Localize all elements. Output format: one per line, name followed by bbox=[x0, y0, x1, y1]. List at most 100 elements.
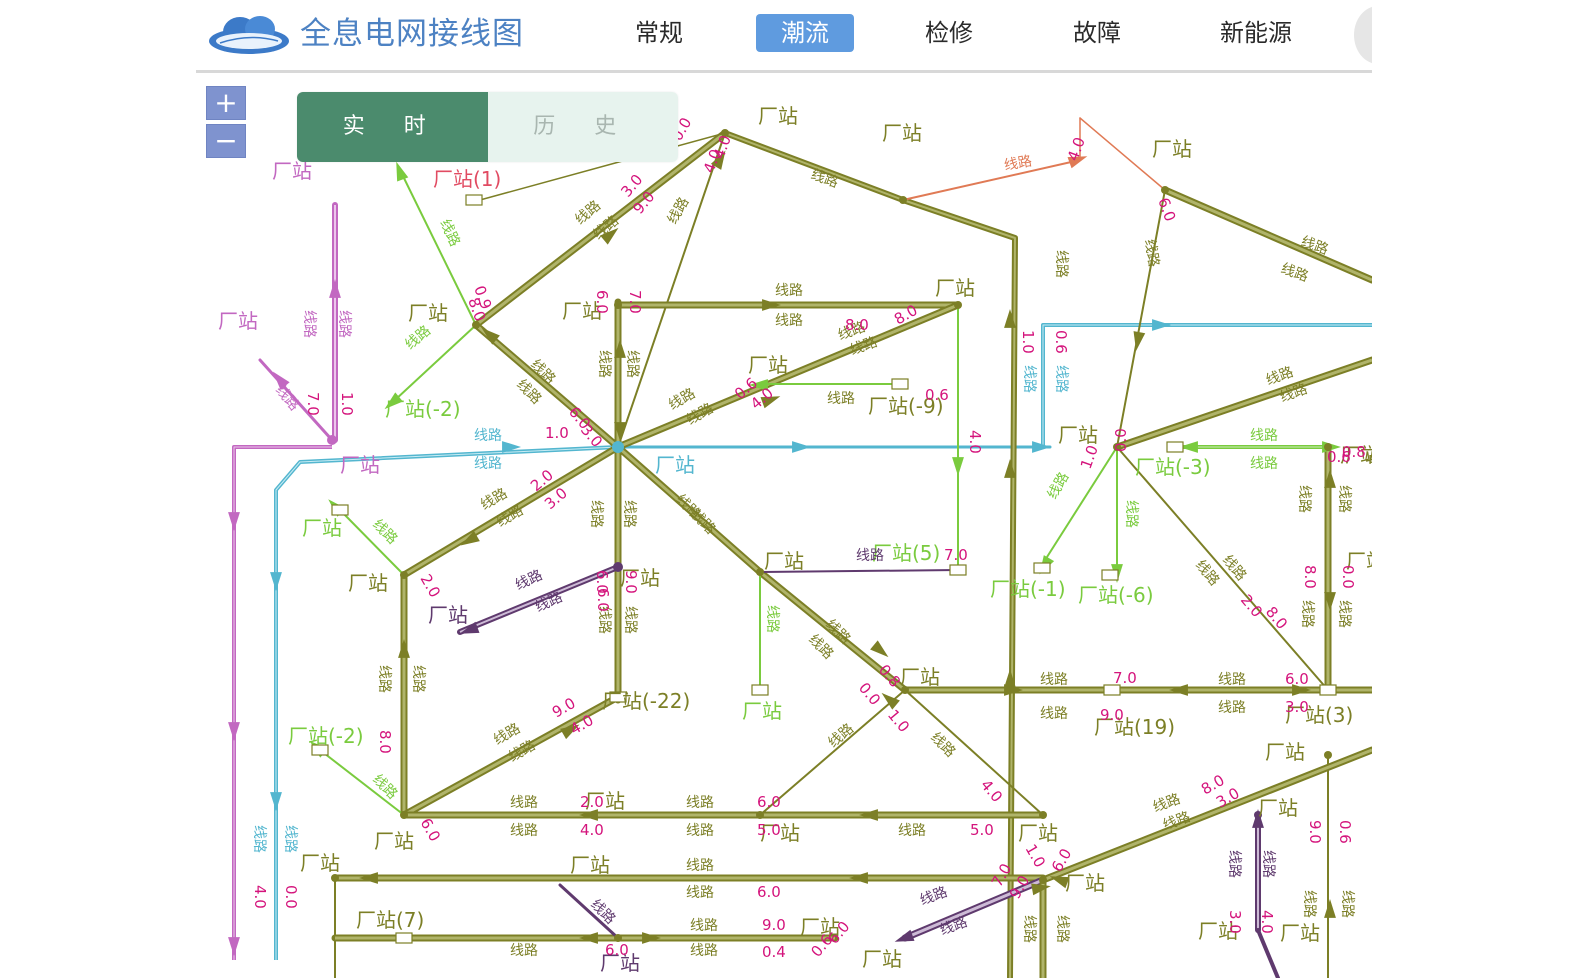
transmission-line-green[interactable] bbox=[399, 169, 477, 326]
line-label: 线路 bbox=[856, 548, 884, 564]
nav-tab-fault[interactable]: 故障 bbox=[1073, 19, 1121, 47]
zoom-in-button[interactable]: + bbox=[206, 86, 246, 120]
line-label: 线路 bbox=[686, 885, 714, 901]
transmission-line-purple[interactable] bbox=[1256, 928, 1280, 978]
transmission-line-pink[interactable] bbox=[258, 358, 334, 442]
bus-node[interactable] bbox=[899, 196, 907, 204]
transmission-line-orange[interactable] bbox=[902, 159, 1081, 201]
bus-node[interactable] bbox=[614, 934, 622, 942]
bus-node[interactable] bbox=[721, 129, 729, 137]
station-box[interactable] bbox=[1166, 441, 1184, 453]
arrow-icon bbox=[1324, 469, 1336, 488]
nav-tab-new-energy[interactable]: 新能源 bbox=[1220, 19, 1292, 47]
station-label: 厂站 bbox=[600, 951, 640, 975]
bus-node[interactable] bbox=[1039, 876, 1047, 884]
transmission-line-purple[interactable] bbox=[558, 883, 620, 940]
bus-node[interactable] bbox=[1113, 443, 1121, 451]
station-label: 厂站 bbox=[340, 453, 380, 477]
history-button[interactable]: 历 史 bbox=[487, 92, 678, 162]
station-label: 厂站 bbox=[620, 566, 660, 590]
flow-value: 1.0 bbox=[1022, 841, 1050, 871]
nav-tab-maintenance[interactable]: 检修 bbox=[925, 19, 973, 47]
avatar[interactable] bbox=[1354, 6, 1372, 64]
line-label: 线路 bbox=[686, 858, 714, 874]
station-box[interactable] bbox=[1319, 684, 1337, 696]
station-box[interactable] bbox=[465, 194, 483, 206]
bus-node[interactable] bbox=[756, 811, 764, 819]
flow-value: 4.0 bbox=[977, 776, 1006, 806]
bus-node[interactable] bbox=[756, 568, 764, 576]
bus-node[interactable] bbox=[327, 435, 337, 445]
station-label: 厂站(7) bbox=[356, 908, 424, 932]
line-label: 线路 bbox=[587, 897, 618, 928]
bus-node[interactable] bbox=[614, 301, 622, 309]
station-box[interactable] bbox=[891, 378, 909, 390]
bus-node[interactable] bbox=[1161, 186, 1169, 194]
realtime-button[interactable]: 实 时 bbox=[297, 92, 488, 162]
zoom-out-button[interactable]: − bbox=[206, 124, 246, 158]
bus-node[interactable] bbox=[1039, 811, 1047, 819]
arrow-icon bbox=[614, 422, 626, 441]
wiring-diagram[interactable]: 厂站厂站厂站厂站厂站(1)厂站厂站厂站厂站厂站厂站(-2)厂站(-9)厂站厂站厂… bbox=[196, 73, 1372, 978]
line-label: 线路 bbox=[1260, 850, 1276, 878]
station-label: 厂站 bbox=[348, 571, 388, 595]
station-label: 厂站 bbox=[862, 947, 902, 971]
flow-value: 2.0 bbox=[580, 793, 604, 811]
station-box[interactable] bbox=[1101, 569, 1119, 581]
bus-node[interactable] bbox=[954, 301, 962, 309]
line-label: 线路 bbox=[1053, 365, 1069, 393]
bus-node[interactable] bbox=[1324, 443, 1332, 451]
transmission-line-orange[interactable] bbox=[1079, 117, 1166, 191]
flow-value: 4.0 bbox=[251, 885, 269, 909]
station-box[interactable] bbox=[331, 504, 349, 516]
bus-node[interactable] bbox=[613, 562, 623, 572]
grid-diagram-canvas[interactable]: 厂站厂站厂站厂站厂站(1)厂站厂站厂站厂站厂站厂站(-2)厂站(-9)厂站厂站厂… bbox=[196, 73, 1372, 978]
station-box[interactable] bbox=[751, 684, 769, 696]
bus-node[interactable] bbox=[1254, 811, 1262, 819]
line-label: 线路 bbox=[336, 310, 352, 338]
station-box[interactable] bbox=[395, 932, 413, 944]
flow-value: 4.0 bbox=[1258, 910, 1276, 934]
arrow-icon bbox=[560, 724, 580, 740]
arrow-icon bbox=[1152, 319, 1171, 331]
station-label: 厂站(-2) bbox=[385, 397, 461, 421]
line-label: 线路 bbox=[376, 665, 392, 693]
transmission-line-green[interactable] bbox=[339, 509, 405, 576]
line-label: 线路 bbox=[596, 350, 612, 378]
bus-node[interactable] bbox=[1324, 751, 1332, 759]
flow-value: 1.0 bbox=[545, 424, 569, 442]
transmission-line-olive[interactable] bbox=[1116, 189, 1166, 448]
nav-tab-power-flow[interactable]: 潮流 bbox=[756, 14, 854, 52]
bus-node[interactable] bbox=[400, 811, 408, 819]
station-label: 厂站 bbox=[1346, 549, 1372, 573]
station-box[interactable] bbox=[1033, 562, 1051, 574]
bus-node[interactable] bbox=[400, 571, 408, 579]
transmission-line-green[interactable] bbox=[1039, 446, 1118, 569]
transmission-line-olive[interactable] bbox=[904, 689, 1044, 816]
flow-value: 8.0 bbox=[1301, 565, 1319, 589]
transmission-line-purple[interactable] bbox=[759, 569, 959, 573]
station-box[interactable] bbox=[311, 744, 329, 756]
transmission-line-core bbox=[724, 132, 1016, 978]
line-label: 线路 bbox=[410, 665, 426, 693]
station-box[interactable] bbox=[1103, 684, 1121, 696]
transmission-line-green[interactable] bbox=[394, 324, 477, 401]
station-box[interactable] bbox=[609, 691, 627, 703]
arrow-icon bbox=[1179, 441, 1198, 453]
station-box[interactable] bbox=[949, 564, 967, 576]
arrow-icon bbox=[1004, 684, 1023, 696]
transmission-line-olive[interactable] bbox=[1116, 446, 1329, 691]
transmission-line-green[interactable] bbox=[319, 749, 405, 816]
transmission-line-olive[interactable] bbox=[617, 132, 726, 448]
bus-node[interactable] bbox=[472, 321, 480, 329]
flow-value: 7.0 bbox=[304, 392, 322, 416]
bus-node[interactable] bbox=[612, 441, 624, 453]
transmission-line-olive[interactable] bbox=[479, 132, 726, 201]
bus-node[interactable] bbox=[901, 686, 909, 694]
station-label: 厂站 bbox=[935, 276, 975, 300]
flow-value: 2.0 bbox=[1237, 591, 1266, 621]
nav-tab-general[interactable]: 常规 bbox=[635, 19, 683, 47]
transmission-line-olive[interactable] bbox=[759, 689, 906, 816]
bus-node[interactable] bbox=[331, 874, 339, 882]
station-label: 厂站 bbox=[272, 159, 312, 183]
